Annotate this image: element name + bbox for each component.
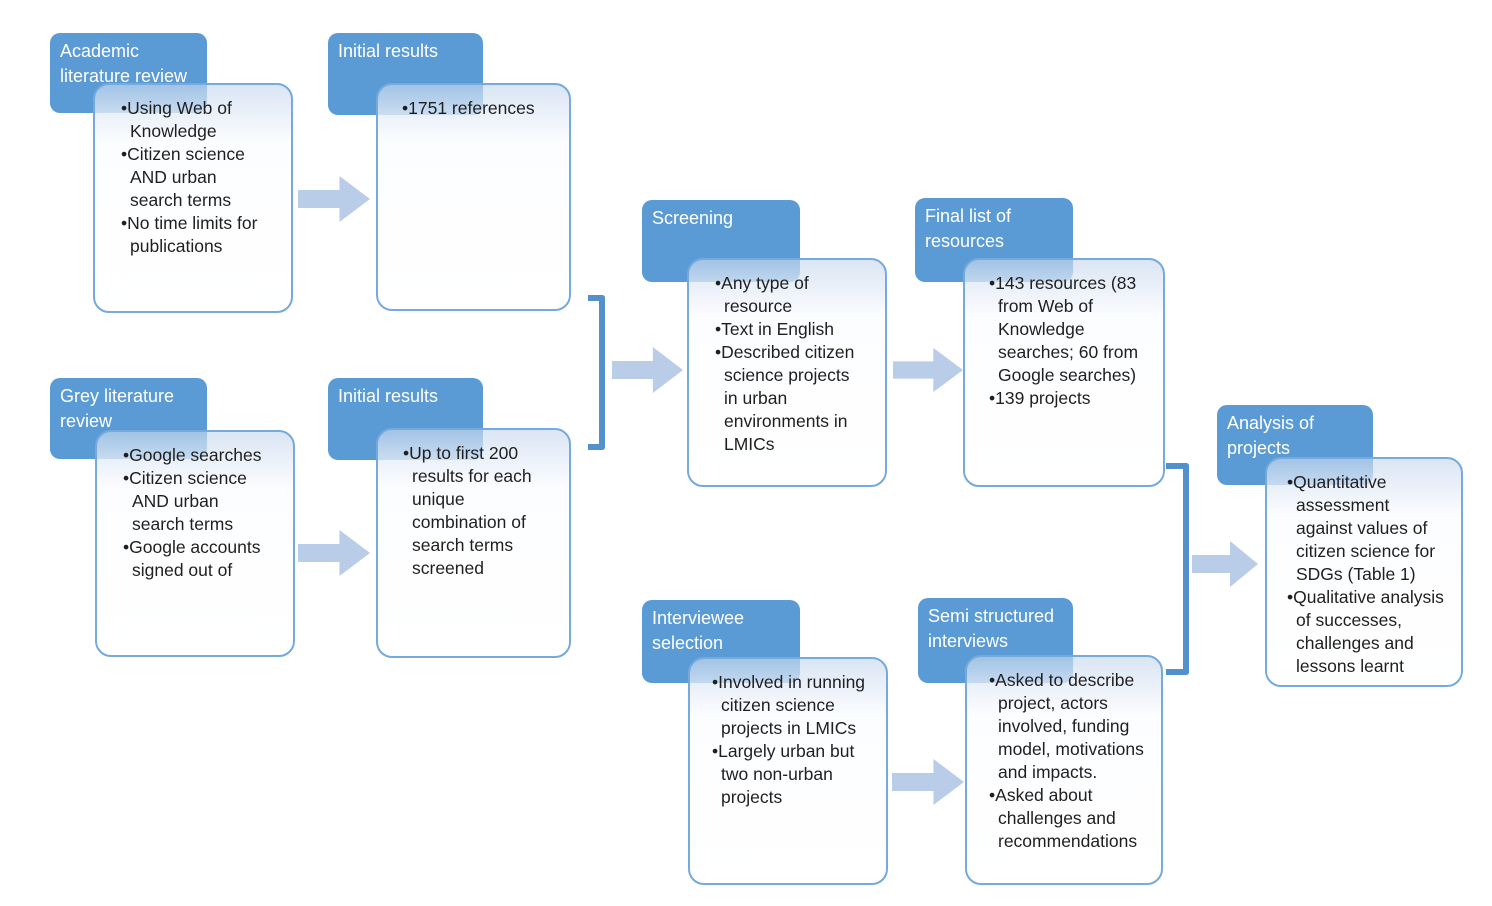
bullet-item: Asked to describe project, actors involv… [989,669,1145,784]
arrow-right-icon [612,344,683,396]
bullet-item: Asked about challenges and recommendatio… [989,784,1145,853]
bullet-item: Qualitative analysis of successes, chall… [1287,586,1448,678]
bullet-item: Text in English [715,318,859,341]
bullet-item: No time limits for publications [121,212,267,258]
initial-results-grey-bullets: Up to first 200 results for each unique … [403,442,543,580]
interviewee-selection-box: Involved in running citizen science proj… [688,657,888,885]
arrow-right-icon [298,527,370,579]
bullet-item: Any type of resource [715,272,859,318]
initial-results-grey-box: Up to first 200 results for each unique … [376,428,571,658]
final-list-of-resources-box: 143 resources (83 from Web of Knowledge … [963,258,1165,487]
analysis-of-projects-bullets: Quantitative assessment against values o… [1287,471,1448,678]
screening-box: Any type of resource Text in English Des… [687,258,887,487]
bullet-item: Involved in running citizen science proj… [712,671,868,740]
bullet-item: Largely urban but two non-urban projects [712,740,868,809]
initial-results-academic-box: 1751 references [376,83,571,311]
bullet-item: Up to first 200 results for each unique … [403,442,543,580]
arrow-right-icon [893,345,963,395]
merge-bracket-icon [588,295,605,450]
interviewee-selection-bullets: Involved in running citizen science proj… [712,671,868,809]
bullet-item: Described citizen science projects in ur… [715,341,859,456]
merge-bracket-icon [1166,463,1189,675]
bullet-item: 139 projects [989,387,1139,410]
bullet-item: 1751 references [402,97,553,120]
arrow-right-icon [892,756,964,808]
bullet-item: Citizen science AND urban search terms [121,143,267,212]
grey-literature-review-box: Google searches Citizen science AND urba… [95,430,295,657]
bullet-item: Citizen science AND urban search terms [123,467,269,536]
bullet-item: 143 resources (83 from Web of Knowledge … [989,272,1139,387]
arrow-right-icon [1192,538,1258,590]
grey-literature-review-bullets: Google searches Citizen science AND urba… [123,444,269,582]
academic-literature-review-bullets: Using Web of Knowledge Citizen science A… [121,97,267,258]
final-list-of-resources-bullets: 143 resources (83 from Web of Knowledge … [989,272,1139,410]
bullet-item: Google searches [123,444,269,467]
arrow-right-icon [298,173,370,225]
semi-structured-interviews-bullets: Asked to describe project, actors involv… [989,669,1145,853]
bullet-item: Quantitative assessment against values o… [1287,471,1448,586]
academic-literature-review-box: Using Web of Knowledge Citizen science A… [93,83,293,313]
bullet-item: Google accounts signed out of [123,536,269,582]
analysis-of-projects-box: Quantitative assessment against values o… [1265,457,1463,687]
semi-structured-interviews-box: Asked to describe project, actors involv… [965,655,1163,885]
bullet-item: Using Web of Knowledge [121,97,267,143]
initial-results-academic-bullets: 1751 references [402,97,553,120]
screening-bullets: Any type of resource Text in English Des… [715,272,859,456]
